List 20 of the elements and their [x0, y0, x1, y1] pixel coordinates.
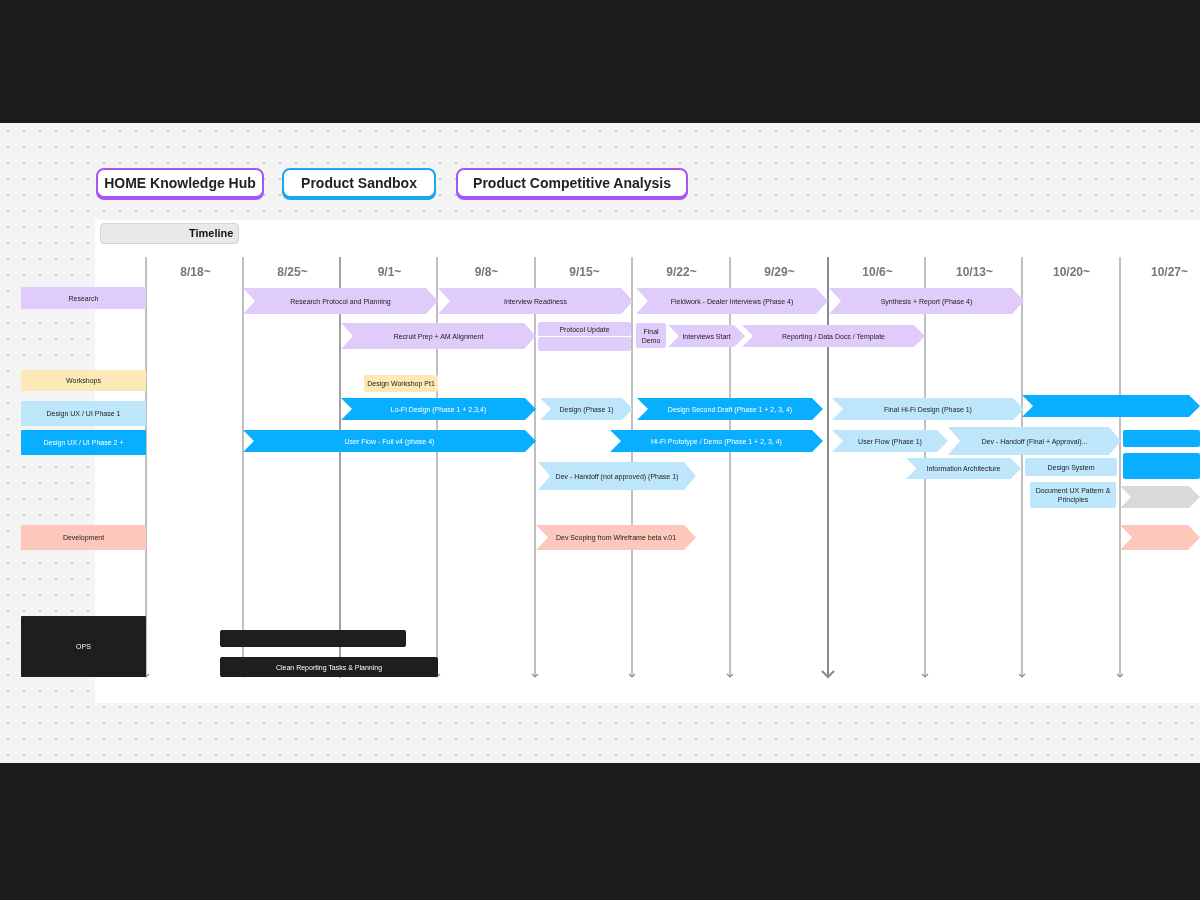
- week-date-label: 9/29~: [763, 265, 796, 279]
- week-date-label: 10/6~: [861, 265, 894, 279]
- week-date-label: 10/27~: [1149, 265, 1189, 279]
- task-bar: [538, 337, 631, 351]
- week-date-label: 9/1~: [376, 265, 403, 279]
- link-button: Product Sandbox: [282, 168, 436, 198]
- week-date-label: 9/22~: [665, 265, 698, 279]
- link-button: Product Competitive Analysis: [456, 168, 688, 198]
- task-bar: [220, 630, 406, 647]
- week-date-label: 10/20~: [1051, 265, 1091, 279]
- task-bar: [1123, 453, 1200, 479]
- link-button: HOME Knowledge Hub: [96, 168, 264, 198]
- week-date-label: 9/15~: [568, 265, 601, 279]
- week-date-label: 8/18~: [179, 265, 212, 279]
- week-date-label: 9/8~: [473, 265, 500, 279]
- task-bar: [1123, 430, 1200, 447]
- timeline-title-tag: Timeline: [100, 223, 240, 244]
- week-date-label: 8/25~: [276, 265, 309, 279]
- task-arrow-bar: [1022, 395, 1200, 417]
- week-date-label: 10/13~: [954, 265, 994, 279]
